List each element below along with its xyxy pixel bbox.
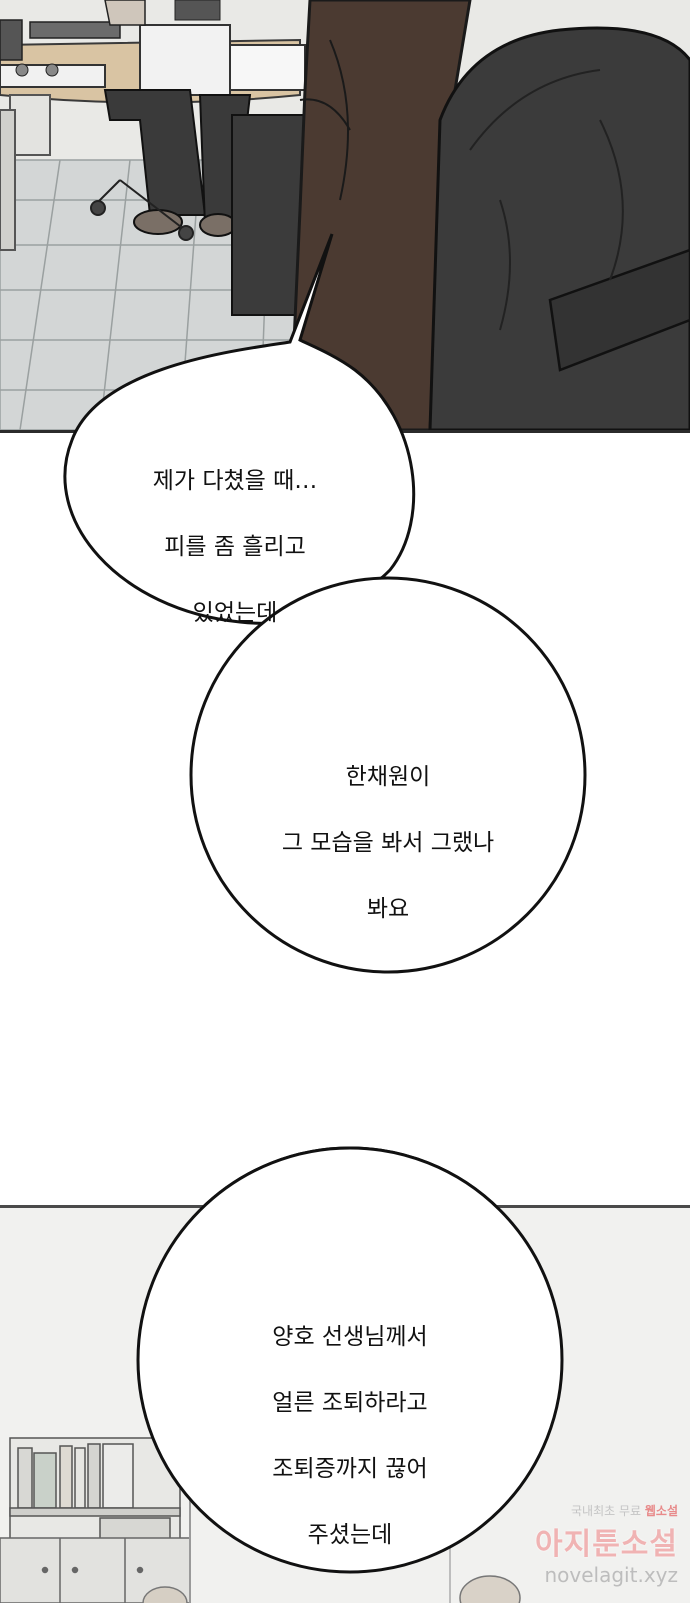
gray-backpack [428,26,690,430]
bookshelf [9,1437,181,1549]
watermark-tagline: 국내최초 무료 웹소설 [535,1502,678,1519]
bubble-third-line-1: 양호 선생님께서 [272,1324,428,1350]
bubble-second-line-1: 한채원이 [345,764,431,790]
watermark-tagline-highlight: 웹소설 [644,1504,678,1518]
bubble-second-line-3: 봐요 [366,896,410,922]
bubble-third-line-2: 얼른 조퇴하라고 [272,1390,428,1416]
watermark-domain: novelagit.xyz [544,1563,679,1587]
bubble-second-line-2: 그 모습을 봐서 그랬나 [281,830,495,856]
watermark-tagline-prefix: 국내최초 무료 [570,1504,642,1518]
site-watermark: 국내최초 무료 웹소설 아지툰소설 novelagit.xyz [535,1502,678,1587]
top-illustration-panel [0,0,690,433]
bubble-second-text: 한채원이 그 모습을 봐서 그랬나 봐요 [228,728,548,959]
bubble-first-line-2: 피를 좀 흘리고 [164,534,306,560]
office-scene-illustration [0,0,690,430]
bubble-first-line-3: 있었는데 [192,600,278,626]
bubble-third-line-4: 주셨는데 [307,1522,393,1548]
bubble-first-line-1: 제가 다쳤을 때… [152,468,318,494]
watermark-site-name: 아지툰소설 [535,1527,678,1562]
bubble-third-text: 양호 선생님께서 얼른 조퇴하라고 조퇴증까지 끊어 주셨는데 [190,1288,510,1585]
bubble-third-line-3: 조퇴증까지 끊어 [272,1456,428,1482]
bubble-first-text: 제가 다쳤을 때… 피를 좀 흘리고 있었는데 [100,432,370,663]
